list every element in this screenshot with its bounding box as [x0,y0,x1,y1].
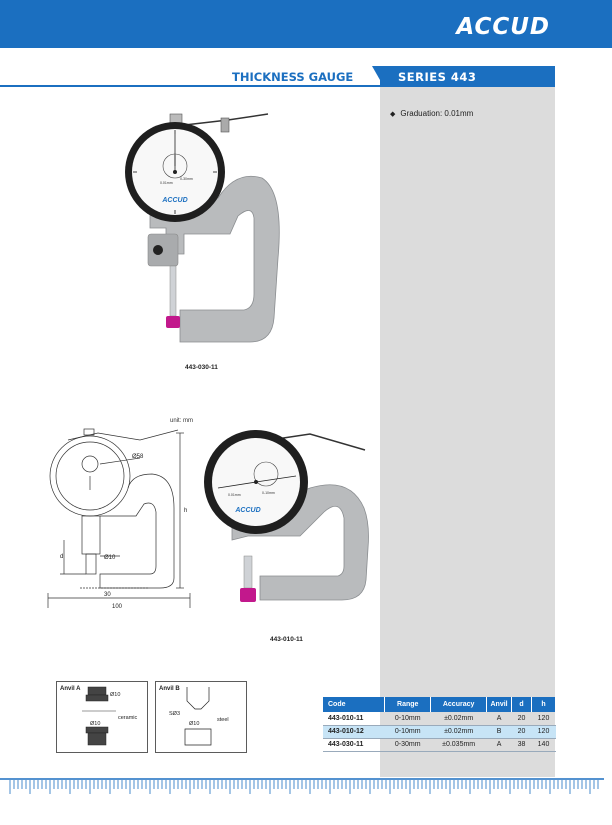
header-rule [0,85,380,87]
top-band [0,0,612,48]
dim-dial: Ø58 [132,454,144,460]
column-header: Code [323,697,386,712]
dim-h: h [184,508,187,514]
table-cell: B [486,725,512,739]
technical-drawing: Ø58 Ø10 d h 30 100 [47,428,191,610]
dim-d: d [60,554,63,560]
spec-item-graduation: ◆ Graduation: 0.01mm [390,109,473,118]
table-cell: 443-030-11 [323,738,385,752]
column-header: d [511,697,533,712]
anvil-b-dim-sr: SØ3 [169,711,180,717]
anvil-a-detail: Anvil A Ø10 Ø10 ceramic [56,681,148,753]
anvil-b-title: Anvil B [159,686,180,692]
table-cell: 140 [531,738,556,752]
dial-range: 0-30mm [180,177,193,181]
page-title: THICKNESS GAUGE [232,70,354,84]
anvil-b-material: steel [217,717,229,723]
spec-text: Graduation: 0.01mm [400,109,474,118]
table-cell: 120 [531,725,556,739]
column-header: h [531,697,556,712]
table-cell: A [486,738,512,752]
table-cell: 20 [511,725,532,739]
table-cell: 0-10mm [384,725,431,739]
column-header: Accuracy [430,697,488,712]
table-cell: 0-30mm [384,738,431,752]
dim-100: 100 [112,604,123,610]
table-cell: ±0.02mm [430,712,487,726]
product-photo-top: ACCUD 0.01mm 0-30mm [125,113,280,343]
table-cell: ±0.035mm [430,738,487,752]
table-header-row: Code Range Accuracy Anvil d h [323,697,556,712]
dial-brand-bottom: ACCUD [234,507,260,514]
brand-logo: ACCUD [456,14,550,40]
anvil-a-dim-top: Ø10 [110,692,120,698]
table-cell: 38 [511,738,532,752]
spec-table: Code Range Accuracy Anvil d h 443-010-11… [323,697,556,752]
dial-unit-bottom: 0.01mm [228,493,241,497]
table-cell: A [486,712,512,726]
dial-range-bottom: 0-10mm [262,491,275,495]
table-cell: 120 [531,712,556,726]
photo-bottom-caption: 443-010-11 [270,636,303,643]
anvil-a-dim-bottom: Ø10 [90,721,100,727]
table-cell: 443-010-11 [323,712,385,726]
anvil-a-title: Anvil A [60,686,81,692]
dial-brand: ACCUD [161,197,187,204]
photo-top-caption: 443-030-11 [185,364,218,371]
series-title: SERIES 443 [398,70,477,84]
bullet-icon: ◆ [390,111,396,118]
column-header: Range [384,697,432,712]
table-row: 443-010-12 0-10mm ±0.02mm B 20 120 [323,725,556,739]
ruler-decoration [0,778,604,794]
dim-spindle: Ø10 [104,555,116,561]
anvil-a-material: ceramic [118,715,138,721]
table-cell: 0-10mm [384,712,431,726]
product-photo-bottom: ACCUD 0.01mm 0-10mm [204,430,369,602]
table-row: 443-030-11 0-30mm ±0.035mm A 38 140 [323,738,556,752]
anvil-b-dim-bottom: Ø10 [189,721,199,727]
table-cell: ±0.02mm [430,725,487,739]
dim-30: 30 [104,592,111,598]
unit-label: unit: mm [170,418,194,424]
dial-unit: 0.01mm [160,181,173,185]
table-row: 443-010-11 0-10mm ±0.02mm A 20 120 [323,712,556,726]
table-cell: 443-010-12 [323,725,385,739]
table-cell: 20 [511,712,532,726]
series-tab [380,66,555,87]
column-header: Anvil [486,697,513,712]
spec-panel [380,87,555,777]
anvil-b-detail: Anvil B SØ3 Ø10 steel [155,681,247,753]
